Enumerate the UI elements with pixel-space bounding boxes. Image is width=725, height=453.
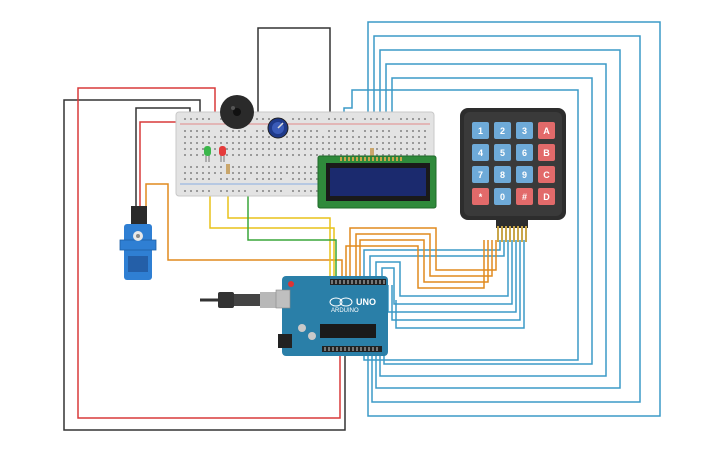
wire-blue-kp-4 <box>381 240 513 305</box>
wire-green <box>247 175 337 285</box>
led-green <box>204 146 211 162</box>
wire-blue-kp-2 <box>369 240 505 285</box>
keypad-pins <box>497 226 527 242</box>
keypad-key[interactable]: D <box>538 188 555 205</box>
wire-orange-kp-4 <box>345 240 485 289</box>
keypad-key[interactable]: 6 <box>516 144 533 161</box>
keypad-key-label: 9 <box>522 170 527 180</box>
keypad-key-label: # <box>522 192 527 202</box>
keypad-key-label: C <box>543 170 550 180</box>
wire-black-buzzer <box>257 27 331 158</box>
led-red <box>219 146 226 162</box>
wire-blue-5 <box>383 77 593 365</box>
wire-blue-1 <box>367 21 661 417</box>
keypad-key-label: 8 <box>500 170 505 180</box>
wire-orange-kp-3 <box>359 239 489 285</box>
wire-blue-kp-3 <box>375 240 509 297</box>
keypad-key[interactable]: 9 <box>516 166 533 183</box>
keypad-key-label: 0 <box>500 192 505 202</box>
keypad-key-label: 3 <box>522 126 527 136</box>
lcd-pins <box>340 157 402 161</box>
keypad-key-label: 5 <box>500 148 505 158</box>
keypad-key-label: 2 <box>500 126 505 136</box>
wire-blue-kp-6 <box>391 240 521 321</box>
keypad-key-label: 4 <box>478 148 483 158</box>
resistors <box>226 148 374 174</box>
wire-blue-kp-1 <box>363 240 501 285</box>
wires <box>63 21 661 431</box>
keypad-key[interactable]: 1 <box>472 122 489 139</box>
wire-blue-3 <box>375 49 621 389</box>
arduino-uno: UNO ARDUINO <box>275 276 388 356</box>
keypad-key-label: B <box>543 148 550 158</box>
keypad-key[interactable]: 0 <box>494 188 511 205</box>
keypad: 1 2 3 A 4 5 6 B 7 8 9 C * 0 # D <box>460 108 566 242</box>
keypad-key[interactable]: 3 <box>516 122 533 139</box>
keypad-key[interactable]: A <box>538 122 555 139</box>
buzzer <box>220 95 254 129</box>
keypad-key[interactable]: C <box>538 166 555 183</box>
wire-blue-2 <box>371 35 641 403</box>
keypad-key[interactable]: 7 <box>472 166 489 183</box>
potentiometer <box>267 117 289 139</box>
keypad-key-label: 7 <box>478 170 483 180</box>
arduino-brand-label: ARDUINO <box>331 308 359 314</box>
arduino-model-label: UNO <box>356 297 376 307</box>
arduino-logo <box>329 297 353 307</box>
wire-orange-kp-2 <box>355 233 493 285</box>
keypad-key[interactable]: 8 <box>494 166 511 183</box>
servo <box>119 206 157 280</box>
keypad-key-label: 6 <box>522 148 527 158</box>
keypad-key[interactable]: # <box>516 188 533 205</box>
keypad-key[interactable]: 2 <box>494 122 511 139</box>
wire-orange-kp-1 <box>349 227 497 285</box>
wire-orange-servo <box>145 183 343 285</box>
keypad-key[interactable]: B <box>538 144 555 161</box>
wire-red-5v-loop <box>77 87 341 419</box>
wire-blue-kp-7 <box>395 240 525 329</box>
keypad-key-label: * <box>479 192 483 202</box>
keypad-key-label: D <box>543 192 550 202</box>
wire-black-gnd-loop <box>63 99 346 431</box>
keypad-key[interactable]: 4 <box>472 144 489 161</box>
wire-blue-6 <box>343 89 579 361</box>
wire-blue-4 <box>379 63 607 377</box>
lcd-display <box>317 155 437 209</box>
keypad-key-label: A <box>543 126 550 136</box>
keypad-key[interactable]: 5 <box>494 144 511 161</box>
usb-cable <box>200 292 280 308</box>
keypad-key[interactable]: * <box>472 188 489 205</box>
keypad-key-label: 1 <box>478 126 483 136</box>
